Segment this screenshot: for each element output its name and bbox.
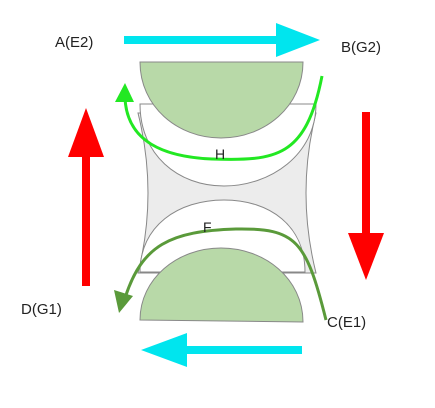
lower-dome: [139, 199, 306, 273]
cyan-bottom-arrow-shaft: [182, 346, 302, 354]
label-b: B(G2): [341, 39, 381, 56]
label-h: H: [215, 146, 225, 162]
red-left-arrow-shaft: [82, 152, 90, 286]
label-c: C(E1): [327, 314, 366, 331]
cyan-top-arrow-head: [276, 23, 320, 57]
bright-green-arrowhead: [115, 83, 134, 102]
dark-green-curve: [123, 227, 328, 321]
top-lobe: [139, 61, 304, 139]
red-left-arrow-head: [68, 108, 104, 157]
label-d: D(G1): [21, 301, 62, 318]
label-a: A(E2): [55, 34, 93, 51]
bottom-lobe: [139, 247, 304, 323]
bright-green-curve: [123, 75, 324, 161]
red-right-arrow-shaft: [362, 112, 370, 238]
red-right-arrow-head: [348, 233, 384, 280]
dark-green-arrowhead: [114, 290, 133, 313]
cyan-top-arrow-shaft: [124, 36, 280, 44]
cyan-bottom-arrow-head: [141, 333, 187, 367]
label-f: F: [203, 219, 212, 235]
